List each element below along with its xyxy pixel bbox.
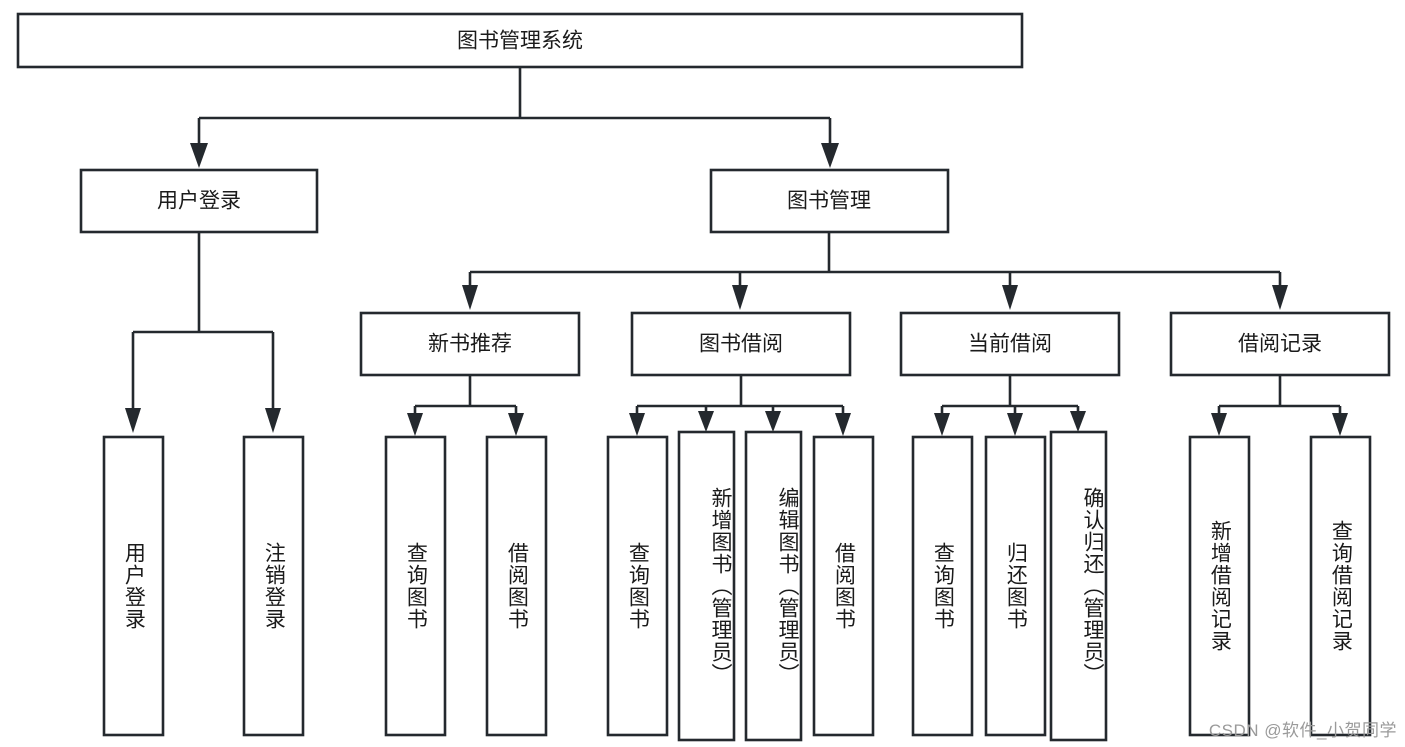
leaf-box-add-book-admin[interactable] (677, 430, 736, 742)
arrow-head-icon (1007, 413, 1023, 436)
arrow-head-icon (125, 408, 141, 433)
arrow-head-icon (1211, 413, 1227, 436)
arrow-head-icon (1070, 411, 1086, 432)
connector-book-borrow-to-leaves (629, 375, 851, 436)
leaf-box-borrow-book-1[interactable] (485, 435, 548, 737)
leaf-box-edit-book-admin[interactable] (744, 430, 803, 742)
connector-user-login-to-leaves (125, 232, 281, 433)
leaf-box-query-book-1[interactable] (384, 435, 447, 737)
leaf-box-user-login[interactable] (102, 435, 165, 737)
arrow-head-icon (765, 411, 781, 432)
arrow-head-icon (629, 413, 645, 436)
arrow-head-icon (190, 143, 208, 168)
leaf-box-query-book-3[interactable] (911, 435, 974, 737)
arrow-head-icon (934, 413, 950, 436)
arrow-head-icon (1002, 285, 1018, 310)
node-label-user-login: 用户登录 (157, 190, 241, 213)
connector-borrow-record-to-leaves (1211, 375, 1348, 436)
connector-root-to-level2 (190, 67, 839, 168)
node-label-root: 图书管理系统 (457, 30, 583, 53)
connector-book-management-to-level3 (462, 232, 1288, 310)
leaf-box-confirm-return[interactable] (1049, 430, 1108, 742)
node-box-root[interactable] (16, 12, 1024, 69)
arrow-head-icon (835, 413, 851, 436)
leaf-box-return-book[interactable] (984, 435, 1047, 737)
node-box-current-borrow[interactable] (899, 311, 1121, 377)
arrow-head-icon (821, 143, 839, 168)
leaf-box-query-book-2[interactable] (606, 435, 669, 737)
arrow-head-icon (462, 285, 478, 310)
node-label-borrow-record: 借阅记录 (1238, 333, 1322, 356)
arrow-head-icon (698, 411, 714, 432)
csdn-watermark: CSDN @软件_小贺同学 (1208, 721, 1397, 740)
node-box-user-login[interactable] (79, 168, 319, 234)
leaf-box-query-borrow-record[interactable] (1309, 435, 1372, 737)
arrow-head-icon (407, 413, 423, 436)
node-label-current-borrow: 当前借阅 (968, 333, 1052, 356)
arrow-head-icon (1332, 413, 1348, 436)
arrow-head-icon (265, 408, 281, 433)
arrow-head-icon (508, 413, 524, 436)
node-label-new-book-recommend: 新书推荐 (428, 333, 512, 356)
connector-current-borrow-to-leaves (934, 375, 1086, 436)
leaf-box-borrow-book-2[interactable] (812, 435, 875, 737)
node-label-book-management: 图书管理 (787, 190, 871, 213)
arrow-head-icon (732, 285, 748, 310)
node-box-new-book-recommend[interactable] (359, 311, 581, 377)
leaf-box-add-borrow-record[interactable] (1188, 435, 1251, 737)
connector-new-book-recommend-to-leaves (407, 375, 524, 436)
node-label-book-borrow: 图书借阅 (699, 333, 783, 356)
arrow-head-icon (1272, 285, 1288, 310)
leaf-box-logout[interactable] (242, 435, 305, 737)
